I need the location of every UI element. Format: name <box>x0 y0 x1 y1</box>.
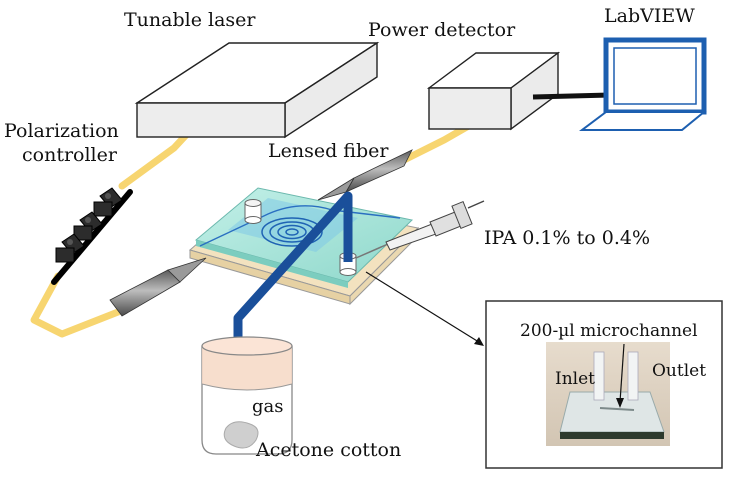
ipa-label: IPA 0.1% to 0.4% <box>484 227 650 249</box>
acetone-beaker <box>201 336 293 455</box>
polarization-label-line1: Polarization <box>4 120 119 142</box>
acetone-label: Acetone cotton <box>255 439 401 461</box>
inset-pointer <box>365 271 483 345</box>
lensed-fiber-label: Lensed fiber <box>268 140 389 162</box>
tunable-laser-label: Tunable laser <box>124 9 256 31</box>
tunable-laser-box <box>134 41 380 139</box>
cotton-blob <box>223 421 259 449</box>
fiber-controller-to-input <box>30 272 122 338</box>
gas-label: gas <box>252 396 284 417</box>
laptop-icon <box>579 37 707 131</box>
input-lensed-fiber <box>109 257 207 317</box>
power-detector-box <box>426 51 561 131</box>
inset-photo-panel <box>485 300 723 469</box>
power-detector-label: Power detector <box>368 19 516 41</box>
inlet-label: Inlet <box>555 369 595 389</box>
chip-inlet-port <box>244 199 262 224</box>
data-cable <box>532 92 611 100</box>
polarization-controller <box>51 187 133 285</box>
microchannel-label: 200-µl microchannel <box>520 321 698 341</box>
labview-label: LabVIEW <box>604 5 695 27</box>
polarization-label-line2: controller <box>22 144 118 166</box>
outlet-label: Outlet <box>652 361 706 381</box>
pipette-icon <box>355 200 485 259</box>
